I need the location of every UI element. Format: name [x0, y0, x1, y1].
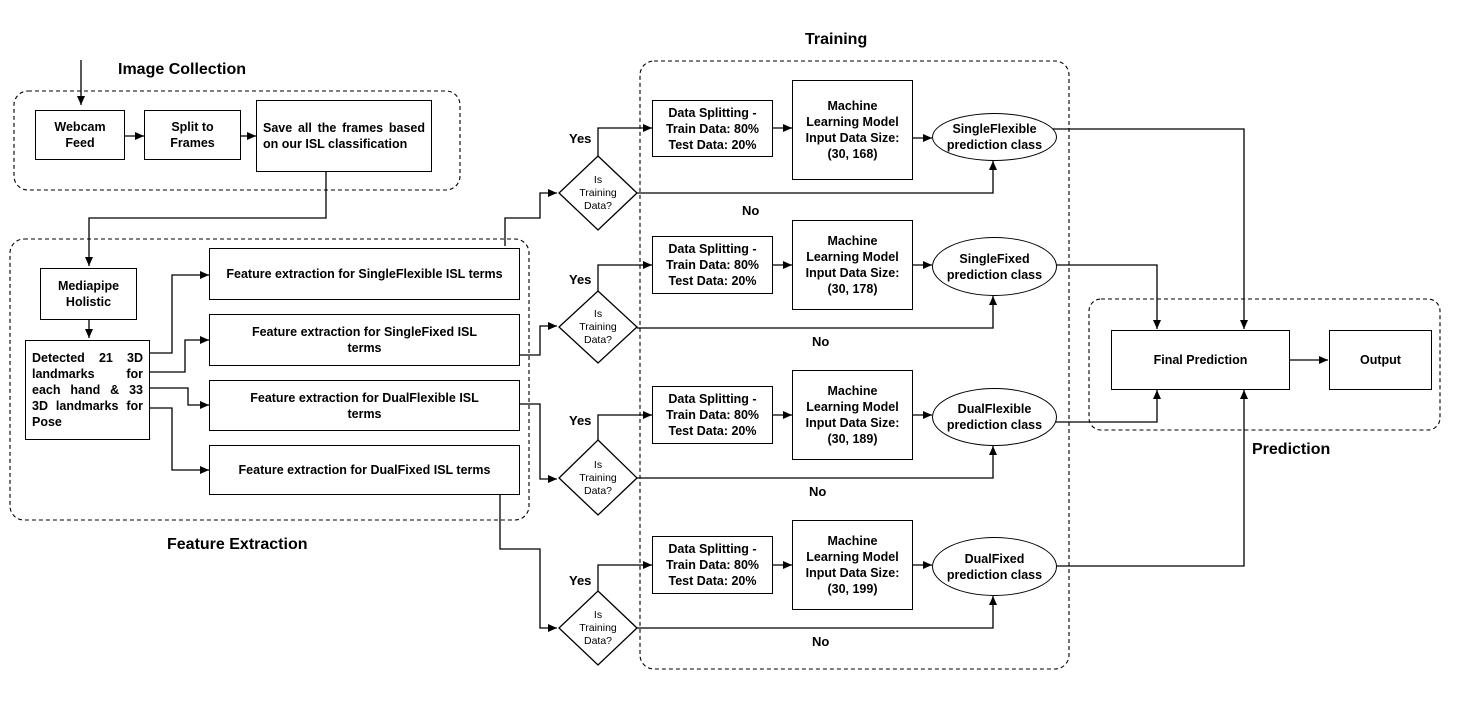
feature-extraction-singleflexible-node: Feature extraction for SingleFlexible IS…	[209, 248, 520, 300]
webcam-feed-node: Webcam Feed	[35, 110, 125, 160]
ml-model-node-4: Machine Learning Model Input Data Size: …	[792, 520, 913, 610]
group-title-prediction: Prediction	[1252, 441, 1331, 458]
prediction-group-frame	[1088, 298, 1441, 431]
group-title-image-collection: Image Collection	[118, 61, 247, 78]
feature-extraction-dualfixed-node: Feature extraction for DualFixed ISL ter…	[209, 445, 520, 495]
prediction-class-ellipse-3: DualFlexible prediction class	[932, 388, 1057, 446]
mediapipe-holistic-node: Mediapipe Holistic	[40, 268, 137, 320]
decision-diamond-3	[558, 439, 638, 516]
yes-label-1: Yes	[569, 131, 592, 146]
yes-label-2: Yes	[569, 272, 592, 287]
no-label-1: No	[742, 203, 760, 218]
output-node: Output	[1329, 330, 1432, 390]
data-splitting-node-2: Data Splitting - Train Data: 80% Test Da…	[652, 236, 773, 294]
data-splitting-node-4: Data Splitting - Train Data: 80% Test Da…	[652, 536, 773, 594]
decision-diamond-4	[558, 590, 638, 666]
no-label-2: No	[812, 334, 830, 349]
image-collection-group-frame	[13, 90, 461, 191]
no-label-3: No	[809, 484, 827, 499]
save-frames-node: Save all the frames based on our ISL cla…	[256, 100, 432, 172]
group-title-feature-extraction: Feature Extraction	[167, 536, 308, 553]
no-label-4: No	[812, 634, 830, 649]
ml-model-node-1: Machine Learning Model Input Data Size: …	[792, 80, 913, 180]
decision-diamond-1	[558, 155, 638, 231]
split-to-frames-node: Split to Frames	[144, 110, 241, 160]
training-group-frame	[639, 60, 1070, 670]
feature-extraction-group-frame	[9, 238, 530, 521]
decision-label-2: Is Training Data?	[579, 308, 617, 346]
decision-label-4: Is Training Data?	[579, 609, 617, 647]
prediction-class-ellipse-2: SingleFixed prediction class	[932, 237, 1057, 296]
feature-extraction-singlefixed-node: Feature extraction for SingleFixed ISL t…	[209, 314, 520, 366]
prediction-class-ellipse-4: DualFixed prediction class	[932, 537, 1057, 596]
decision-label-3: Is Training Data?	[579, 459, 617, 497]
ml-model-node-3: Machine Learning Model Input Data Size: …	[792, 370, 913, 460]
yes-label-3: Yes	[569, 413, 592, 428]
decision-diamond-2	[558, 290, 638, 364]
prediction-class-ellipse-1: SingleFlexible prediction class	[932, 113, 1057, 161]
yes-label-4: Yes	[569, 573, 592, 588]
data-splitting-node-3: Data Splitting - Train Data: 80% Test Da…	[652, 386, 773, 444]
detected-landmarks-node: Detected 21 3D landmarks for each hand &…	[25, 340, 150, 440]
ml-model-node-2: Machine Learning Model Input Data Size: …	[792, 220, 913, 310]
group-title-training: Training	[805, 31, 868, 48]
decision-label-1: Is Training Data?	[579, 174, 617, 212]
final-prediction-node: Final Prediction	[1111, 330, 1290, 390]
feature-extraction-dualflexible-node: Feature extraction for DualFlexible ISL …	[209, 380, 520, 431]
data-splitting-node-1: Data Splitting - Train Data: 80% Test Da…	[652, 100, 773, 157]
